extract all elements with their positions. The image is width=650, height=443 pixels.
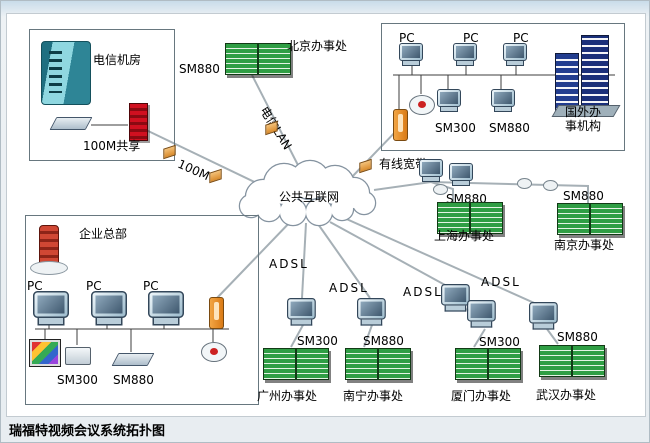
pc-icon bbox=[419, 159, 443, 182]
rack-icon bbox=[345, 348, 378, 380]
sm300-terminal-icon bbox=[437, 89, 461, 112]
rack-icon bbox=[378, 348, 411, 380]
keyboard-icon bbox=[49, 117, 93, 130]
terminal-icon bbox=[467, 300, 496, 328]
pc-icon bbox=[503, 43, 527, 66]
rack-icon bbox=[258, 43, 291, 75]
adsl-modem-icon bbox=[209, 297, 224, 329]
rack-icon bbox=[557, 203, 590, 235]
rack-icon bbox=[590, 203, 623, 235]
office-building-icon bbox=[551, 33, 621, 117]
foreign-sm880-label: SM880 bbox=[489, 121, 530, 135]
wuhan-office-label: 武汉办事处 bbox=[536, 388, 597, 402]
adsl-label: ADSL bbox=[403, 285, 443, 299]
pc-icon bbox=[33, 291, 69, 326]
pc-icon bbox=[148, 291, 184, 326]
rack-icon bbox=[488, 348, 521, 380]
shanghai-office-label: 上海办事处 bbox=[434, 229, 495, 243]
beijing-office-label: 北京办事处 bbox=[287, 39, 348, 53]
pc-icon bbox=[399, 43, 423, 66]
nanjing-office-label: 南京办事处 bbox=[554, 238, 615, 252]
rack-icon bbox=[455, 348, 488, 380]
broadband-modem-icon bbox=[393, 109, 408, 141]
hub-icon bbox=[433, 184, 448, 195]
foreign-office-label: 国外办事机构 bbox=[565, 105, 602, 133]
guangzhou-office-label: 广州办事处 bbox=[257, 389, 318, 403]
pc-icon bbox=[453, 43, 477, 66]
adsl-label: ADSL bbox=[269, 257, 309, 271]
pc-label: PC bbox=[143, 279, 159, 293]
rack-icon bbox=[263, 348, 296, 380]
rack-icon bbox=[296, 348, 329, 380]
nanning-sm-label: SM880 bbox=[363, 334, 404, 348]
foreign-sm300-label: SM300 bbox=[435, 121, 476, 135]
hq-label: 企业总部 bbox=[79, 227, 128, 241]
server-slots bbox=[49, 51, 62, 93]
server-icon bbox=[41, 41, 91, 105]
codec-box-icon bbox=[65, 347, 91, 365]
pc-icon bbox=[91, 291, 127, 326]
guangzhou-sm-label: SM300 bbox=[297, 334, 338, 348]
telecom-room-box bbox=[29, 29, 175, 161]
backbone-lines bbox=[143, 74, 589, 348]
hub-icon bbox=[517, 178, 532, 189]
rack-icon bbox=[225, 43, 258, 75]
terminal-icon bbox=[287, 298, 316, 326]
hq-sm300-label: SM300 bbox=[57, 373, 98, 387]
hq-box bbox=[25, 215, 259, 405]
rack-icon bbox=[470, 202, 503, 234]
internet-cloud-label: 公共互联网 bbox=[278, 190, 339, 204]
sm880-terminal-icon bbox=[491, 89, 515, 112]
nanjing-sm-label: SM880 bbox=[563, 189, 604, 203]
tv-icon bbox=[29, 339, 61, 367]
rack-icon bbox=[539, 345, 572, 377]
share-100m-label: 100M共享 bbox=[83, 139, 141, 153]
camera-icon bbox=[409, 95, 435, 115]
nanning-office-label: 南宁办事处 bbox=[343, 389, 404, 403]
pc-label: PC bbox=[27, 279, 43, 293]
telecom-room-label: 电信机房 bbox=[93, 53, 142, 67]
hub-icon bbox=[543, 180, 558, 191]
pc-label: PC bbox=[513, 31, 529, 45]
rack-icon bbox=[437, 202, 470, 234]
xiamen-sm-label: SM300 bbox=[479, 335, 520, 349]
xiamen-office-label: 厦门办事处 bbox=[451, 389, 512, 403]
pc-label: PC bbox=[399, 31, 415, 45]
switch-icon bbox=[129, 103, 148, 141]
keyboard-icon bbox=[111, 353, 155, 366]
rack-icon bbox=[572, 345, 605, 377]
diagram-title: 瑞福特视频会议系统拓扑图 bbox=[9, 424, 166, 439]
adsl-label: ADSL bbox=[329, 281, 369, 295]
foreign-office-box bbox=[381, 23, 625, 151]
terminal-icon bbox=[529, 302, 558, 330]
pc-icon bbox=[449, 163, 473, 186]
beijing-sm-label: SM880 bbox=[179, 62, 220, 76]
broadband-label: 有线宽带 bbox=[379, 157, 428, 171]
terminal-icon bbox=[441, 284, 470, 312]
hq-sm880-label: SM880 bbox=[113, 373, 154, 387]
pc-label: PC bbox=[463, 31, 479, 45]
terminal-icon bbox=[357, 298, 386, 326]
adsl-label: ADSL bbox=[481, 275, 521, 289]
wuhan-sm-label: SM880 bbox=[557, 330, 598, 344]
pc-label: PC bbox=[86, 279, 102, 293]
speakerphone-icon bbox=[201, 342, 227, 362]
tower-base-icon bbox=[30, 261, 68, 275]
